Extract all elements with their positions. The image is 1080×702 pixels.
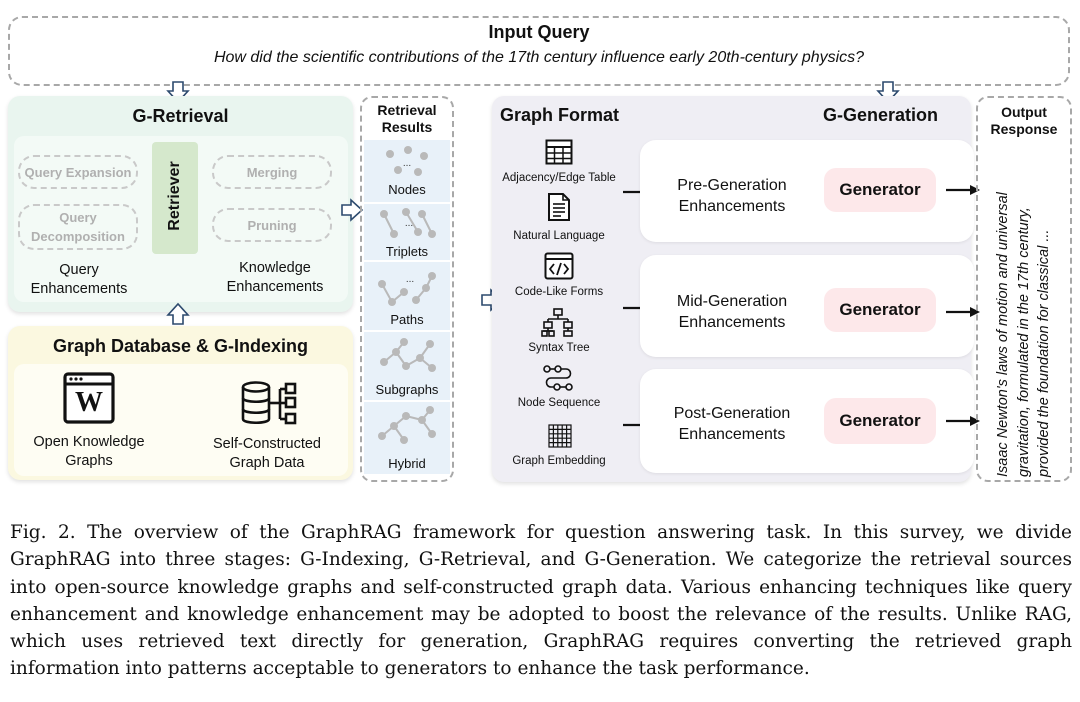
- wiki-document-icon: [63, 372, 115, 424]
- generator-button: Generator: [824, 168, 936, 212]
- triplets-icon: ...: [380, 208, 436, 238]
- document-icon: [548, 193, 570, 221]
- generator-button: Generator: [824, 398, 936, 444]
- output-response-text: Isaac Newton's laws of motion and univer…: [993, 181, 1059, 477]
- format-label: Natural Language: [513, 230, 605, 242]
- knowledge-enhancements-label: Knowledge Enhancements: [226, 260, 324, 295]
- input-query-title: Input Query: [488, 22, 590, 42]
- retrieval-results-panel: [360, 96, 454, 482]
- format-label: Node Sequence: [517, 397, 601, 409]
- arrow-icon: [946, 307, 980, 317]
- result-label: Hybrid: [388, 456, 426, 471]
- hybrid-icon: [378, 406, 436, 444]
- result-label: Subgraphs: [375, 382, 439, 397]
- retrieval-results-title: Retrieval Results: [377, 102, 437, 135]
- nodes-icon: ...: [386, 146, 428, 176]
- open-knowledge-graphs-label: Open Knowledge Graphs: [33, 434, 145, 469]
- arrow-icon: [946, 185, 980, 195]
- result-hybrid-cell: Hybrid: [364, 402, 450, 474]
- svg-text:...: ...: [406, 274, 414, 285]
- retriever-block: [152, 142, 198, 254]
- paths-icon: ...: [378, 272, 436, 306]
- right-arrow-icon: [341, 198, 364, 222]
- output-line: provided the foundation for classical ..…: [1036, 229, 1052, 477]
- mid-generation-label: Mid-Generation Enhancements: [676, 293, 788, 331]
- output-response-title: Output Response: [990, 104, 1058, 137]
- post-generation-label: Post-Generation Enhancements: [673, 405, 791, 443]
- result-label: Triplets: [385, 244, 429, 259]
- pre-generation-label: Pre-Generation Enhancements: [677, 177, 787, 215]
- pruning-pill: Pruning: [212, 208, 332, 242]
- result-nodes-cell: ... Nodes: [364, 140, 450, 202]
- graph-format-title: Graph Format: [500, 105, 620, 125]
- subgraphs-icon: [380, 338, 436, 372]
- table-icon: [545, 139, 573, 165]
- query-enhancements-label: Query Enhancements: [30, 262, 128, 297]
- format-label: Syntax Tree: [528, 342, 590, 354]
- input-query-box: [8, 16, 1070, 86]
- code-icon: [544, 252, 574, 280]
- retriever-label: Retriever: [166, 161, 183, 231]
- result-label: Paths: [390, 312, 424, 327]
- output-line: Isaac Newton's laws of motion and univer…: [995, 192, 1011, 477]
- self-constructed-label: Self-Constructed Graph Data: [213, 436, 321, 471]
- merging-pill: Merging: [212, 155, 332, 189]
- embedding-grid-icon: [548, 424, 572, 448]
- figure-caption: Fig. 2. The overview of the GraphRAG fra…: [10, 522, 1072, 680]
- result-paths-cell: ... Paths: [364, 262, 450, 330]
- format-label: Graph Embedding: [512, 455, 606, 467]
- query-expansion-pill: Query Expansion: [18, 155, 138, 189]
- query-decomposition-pill: Query Decomposition: [18, 204, 138, 250]
- syntax-tree-icon: [541, 308, 573, 337]
- g-indexing-title: Graph Database & G-Indexing: [52, 336, 309, 356]
- g-generation-title: G-Generation: [823, 105, 939, 125]
- output-line: gravitation, formulated in the 17th cent…: [1015, 207, 1032, 477]
- database-tree-icon: [241, 381, 297, 425]
- arrow-icon: [946, 416, 980, 426]
- result-triplets-cell: ... Triplets: [364, 204, 450, 260]
- svg-text:...: ...: [403, 158, 411, 169]
- g-retrieval-title: G-Retrieval: [132, 106, 229, 126]
- result-subgraphs-cell: Subgraphs: [364, 332, 450, 400]
- svg-text:...: ...: [405, 218, 413, 229]
- format-label: Code-Like Forms: [514, 286, 604, 298]
- wiki-w-glyph: W: [75, 387, 103, 418]
- output-response-panel: [976, 96, 1072, 482]
- up-arrow-icon: [166, 302, 190, 325]
- node-sequence-icon: [543, 365, 573, 391]
- generator-button: Generator: [824, 288, 936, 332]
- format-label: Adjacency/Edge Table: [502, 172, 616, 184]
- result-label: Nodes: [388, 182, 426, 197]
- input-query-question: How did the scientific contributions of …: [213, 49, 865, 66]
